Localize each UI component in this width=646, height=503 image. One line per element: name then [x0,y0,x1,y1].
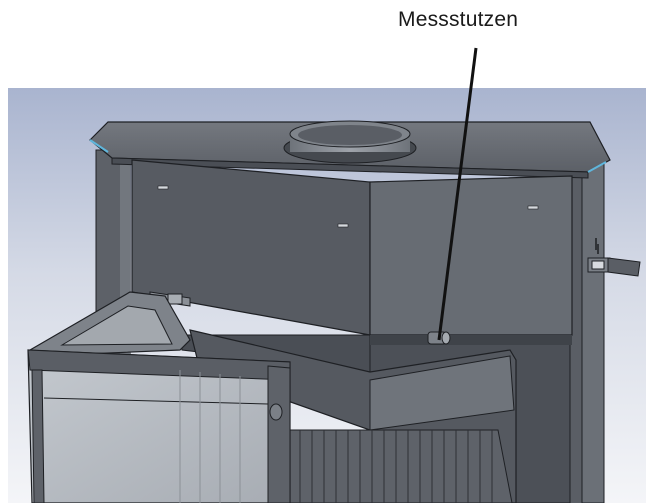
right-side-panel [581,163,605,503]
right-side-wall [570,170,582,503]
side-handle [587,257,641,277]
open-door [27,291,291,503]
flue-collar [283,120,417,164]
measuring-nozzle [427,331,451,345]
callout-leader-line [437,47,478,341]
firebox-lining [289,429,513,503]
housing-side [369,175,573,336]
callout-label: Messstutzen [398,8,519,31]
